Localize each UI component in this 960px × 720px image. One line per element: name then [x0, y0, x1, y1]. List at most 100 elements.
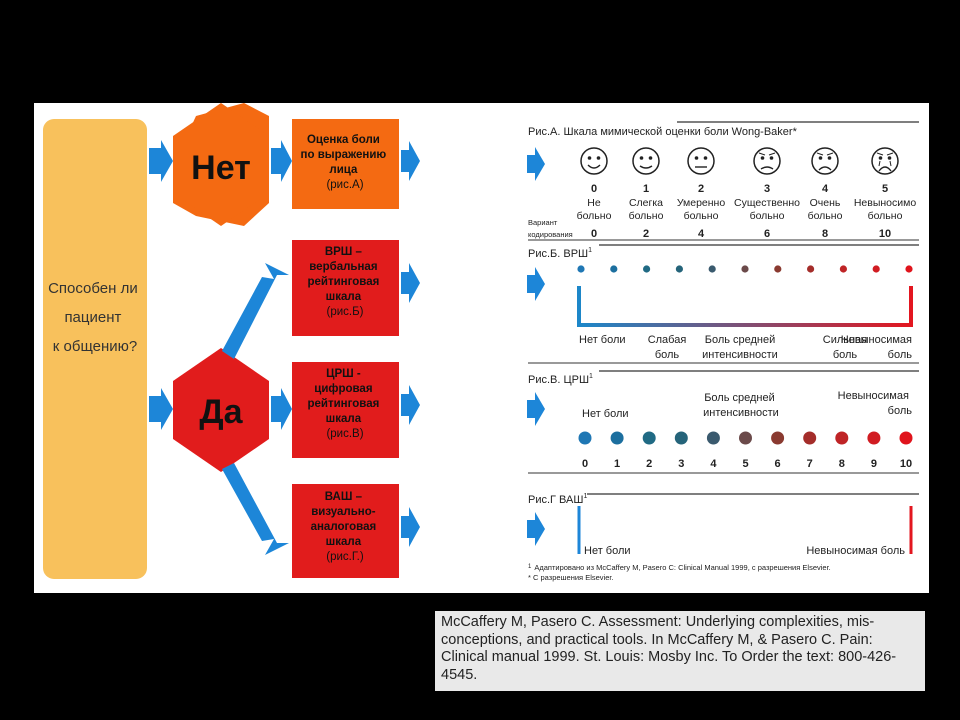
- nrs-number: 3: [678, 458, 684, 470]
- question-box: [43, 119, 147, 579]
- arrow-to-no: [149, 140, 173, 182]
- face-icon: [811, 147, 839, 175]
- nrs-number: 6: [775, 458, 781, 470]
- nrs-number: 1: [614, 458, 620, 470]
- nrs-dot: [867, 431, 881, 445]
- figure-svg: Способен ли пациент к общению? Нет Да Оц…: [43, 103, 919, 582]
- vrs-dot: [577, 265, 585, 273]
- vrs-dot: [643, 265, 651, 273]
- yes-hexagon: [173, 348, 269, 472]
- vrs-dot: [774, 265, 782, 273]
- scale-a-arrow: [527, 147, 545, 181]
- vrs-dots: [577, 265, 913, 273]
- scale-c-title: Рис.В. ЦРШ1: [528, 373, 593, 386]
- nrs-number: 5: [742, 458, 748, 470]
- scale-a-title: Рис.А. Шкала мимической оценки боли Wong…: [528, 126, 798, 138]
- scale-b-arrow: [527, 267, 545, 301]
- vrs-dot: [905, 265, 913, 273]
- nrs-dot: [899, 431, 913, 445]
- nrs-box: [292, 362, 399, 458]
- vrs-dot: [872, 265, 880, 273]
- variant-label: Вариант кодирования: [528, 218, 573, 239]
- face-icon: [753, 147, 781, 175]
- face-icon: [632, 147, 660, 175]
- vrs-dot: [610, 265, 618, 273]
- arrow-branch-up: [222, 263, 289, 359]
- nrs-box-text: ЦРШ - цифровая рейтинговая шкала (рис.В): [307, 368, 382, 440]
- footnote-2: * С разрешения Elsevier.: [528, 573, 614, 582]
- face-box: [292, 119, 399, 209]
- vrs-dot: [708, 265, 716, 273]
- nrs-dot: [578, 431, 592, 445]
- nrs-dots: [578, 431, 913, 445]
- face-number: 4: [822, 183, 829, 195]
- face-code: 0: [591, 228, 597, 240]
- arrow-out-face: [401, 141, 420, 181]
- nrs-number: 7: [807, 458, 813, 470]
- face-number: 2: [698, 183, 704, 195]
- nrs-number: 2: [646, 458, 652, 470]
- face-code: 6: [764, 228, 770, 240]
- scale-b-title: Рис.Б. ВРШ1: [528, 247, 592, 260]
- nrs-dot: [610, 431, 624, 445]
- face-number: 5: [882, 183, 888, 195]
- nrs-dot: [674, 431, 688, 445]
- nrs-number: 8: [839, 458, 845, 470]
- vrs-dot: [807, 265, 815, 273]
- face-code: 8: [822, 228, 828, 240]
- vrs-dot: [839, 265, 848, 273]
- nrs-mid-label: Боль средней интенсивности: [703, 392, 779, 419]
- nrs-dot: [642, 431, 656, 445]
- vas-box: [292, 484, 399, 578]
- nrs-number: 4: [710, 458, 717, 470]
- face-number: 1: [643, 183, 649, 195]
- citation-box: McCaffery M, Pasero C. Assessment: Under…: [435, 611, 925, 691]
- citation-text: McCaffery M, Pasero C. Assessment: Under…: [441, 614, 897, 683]
- no-label: Нет: [191, 149, 251, 187]
- scale-d-title: Рис.Г ВАШ1: [528, 493, 587, 506]
- arrow-out-vrs: [401, 263, 420, 303]
- face-code: 4: [698, 228, 705, 240]
- vas-box-text: ВАШ – визуально- аналоговая шкала (рис.Г…: [311, 491, 380, 563]
- face-code: 10: [879, 228, 891, 240]
- nrs-dot: [706, 431, 720, 445]
- question-text: Способен ли пациент к общению?: [48, 280, 142, 355]
- arrow-to-yes: [149, 388, 173, 430]
- nrs-number: 9: [871, 458, 877, 470]
- nrs-dot: [739, 431, 752, 445]
- face-icon: [580, 147, 608, 175]
- no-hexagon-shape: [173, 103, 269, 226]
- face-number: 3: [764, 183, 770, 195]
- nrs-no-pain: Нет боли: [582, 408, 629, 420]
- face-number: 0: [591, 183, 597, 195]
- yes-label: Да: [199, 393, 243, 431]
- vrs-bracket: [577, 286, 913, 327]
- vrs-dot: [741, 265, 749, 273]
- arrow-branch-down: [222, 463, 289, 555]
- nrs-dot: [803, 431, 817, 445]
- nrs-dot: [771, 431, 785, 445]
- vrs-box-text: ВРШ – вербальная рейтинговая шкала (рис.…: [307, 246, 382, 318]
- vrs-box: [292, 240, 399, 336]
- scale-c-arrow: [527, 392, 545, 426]
- face-icon: [871, 147, 899, 175]
- nrs-dot: [835, 431, 849, 445]
- face-box-text: Оценка боли по выражению лица (рис.А): [301, 134, 390, 191]
- face-code: 2: [643, 228, 649, 240]
